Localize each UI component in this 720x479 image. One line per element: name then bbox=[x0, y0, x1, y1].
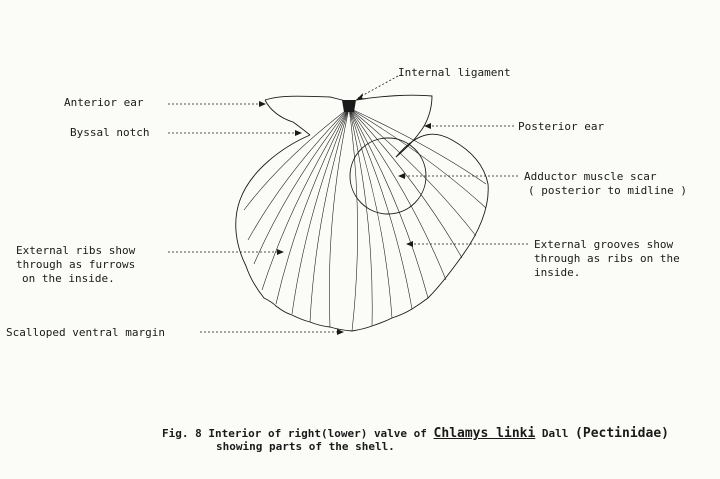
shell-rib bbox=[348, 107, 487, 185]
label-posterior-ear: Posterior ear bbox=[518, 120, 604, 133]
shell-rib bbox=[309, 107, 350, 323]
label-external-ribs-2: through as furrows bbox=[16, 258, 135, 271]
shell-outline bbox=[235, 133, 489, 332]
shell-rib bbox=[348, 107, 463, 259]
label-scalloped-margin: Scalloped ventral margin bbox=[6, 326, 165, 339]
shell-rib bbox=[328, 107, 350, 328]
caption-family: (Pectinidae) bbox=[575, 426, 669, 441]
shell-rib bbox=[348, 107, 447, 281]
caption-fig-number: Fig. 8 bbox=[162, 427, 202, 440]
adductor-muscle-scar bbox=[349, 137, 427, 215]
caption-line-2: showing parts of the shell. bbox=[216, 440, 395, 453]
caption-text: Interior of right(lower) valve of bbox=[208, 427, 427, 440]
shell-ribs bbox=[243, 107, 487, 332]
caption-line-1: Fig. 8 Interior of right(lower) valve of… bbox=[162, 427, 718, 440]
label-external-grooves-3: inside. bbox=[534, 266, 580, 279]
shell-rib bbox=[348, 107, 358, 332]
label-external-grooves-1: External grooves show bbox=[534, 238, 673, 251]
caption-species: Chlamys linki bbox=[433, 426, 536, 441]
shell-rib bbox=[348, 107, 477, 237]
shell-rib bbox=[291, 107, 350, 315]
shell-rib bbox=[261, 107, 350, 291]
shell-rib bbox=[348, 107, 413, 310]
shell-rib bbox=[275, 107, 350, 305]
label-adductor-scar-1: Adductor muscle scar bbox=[524, 170, 657, 183]
shell-rib bbox=[253, 107, 350, 265]
label-anterior-ear: Anterior ear bbox=[64, 96, 144, 109]
label-byssal-notch: Byssal notch bbox=[70, 126, 149, 139]
label-external-grooves-2: through as ribs on the bbox=[534, 252, 680, 265]
shell-rib bbox=[348, 107, 373, 327]
posterior-ear-outline bbox=[355, 94, 433, 158]
shell-rib bbox=[348, 107, 429, 299]
caption-author: Dall bbox=[541, 427, 569, 440]
shell-rib bbox=[247, 107, 350, 241]
leader-lines bbox=[168, 75, 528, 335]
figure-caption: Fig. 8 Interior of right(lower) valve of… bbox=[162, 427, 718, 453]
shell-rib bbox=[348, 107, 487, 209]
internal-ligament-mark bbox=[342, 100, 356, 112]
label-adductor-scar-2: ( posterior to midline ) bbox=[528, 184, 687, 197]
label-internal-ligament: Internal ligament bbox=[398, 66, 511, 79]
label-external-ribs-3: on the inside. bbox=[22, 272, 115, 285]
label-external-ribs-1: External ribs show bbox=[16, 244, 136, 257]
anterior-ear-outline bbox=[264, 95, 347, 136]
shell-rib bbox=[243, 107, 350, 211]
shell-rib bbox=[348, 107, 393, 319]
